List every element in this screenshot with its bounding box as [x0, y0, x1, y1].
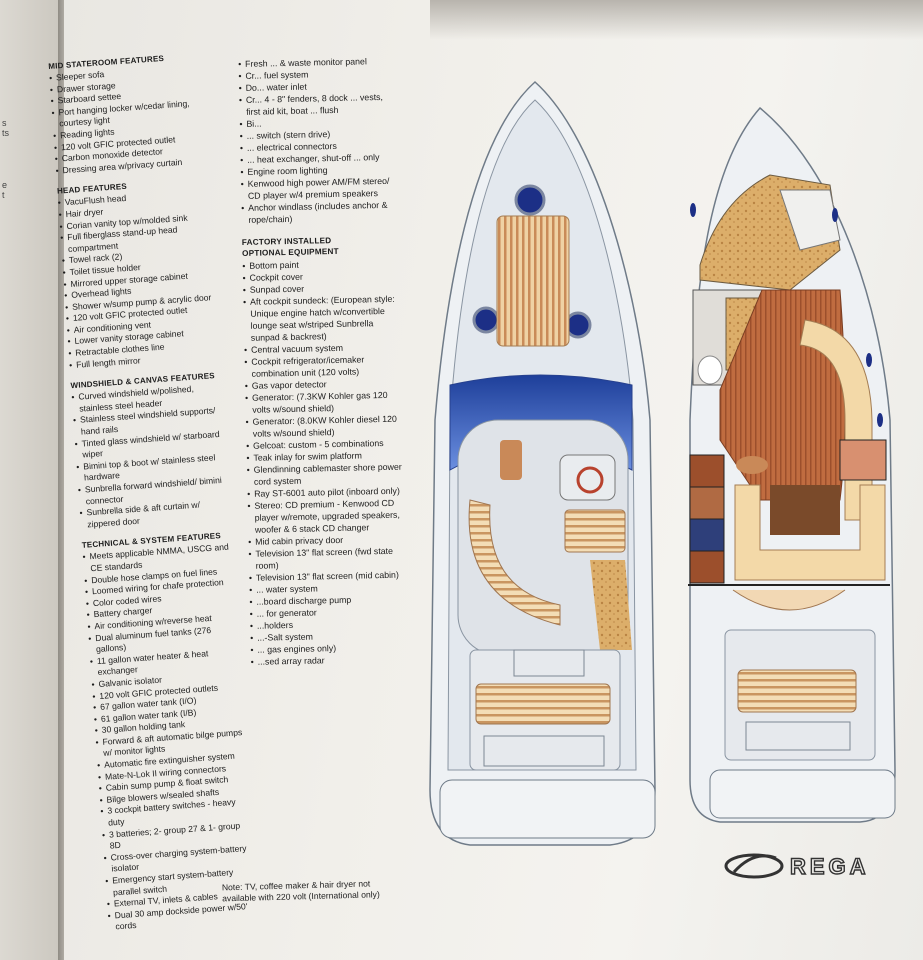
- margin-fragment: ts: [2, 128, 10, 138]
- margin-fragment: e: [2, 180, 8, 190]
- deck-plan-top: [429, 80, 656, 846]
- page-shadow: [430, 0, 923, 40]
- logo-swoosh-icon: REGA: [724, 853, 870, 880]
- left-page-edge: s ts e t: [0, 0, 62, 960]
- logo-text: REGA: [790, 854, 870, 879]
- margin-fragment: s: [2, 118, 7, 128]
- margin-fragment: t: [2, 190, 5, 200]
- cabin-plan: [688, 106, 896, 823]
- brand-logo: REGA: [724, 848, 923, 884]
